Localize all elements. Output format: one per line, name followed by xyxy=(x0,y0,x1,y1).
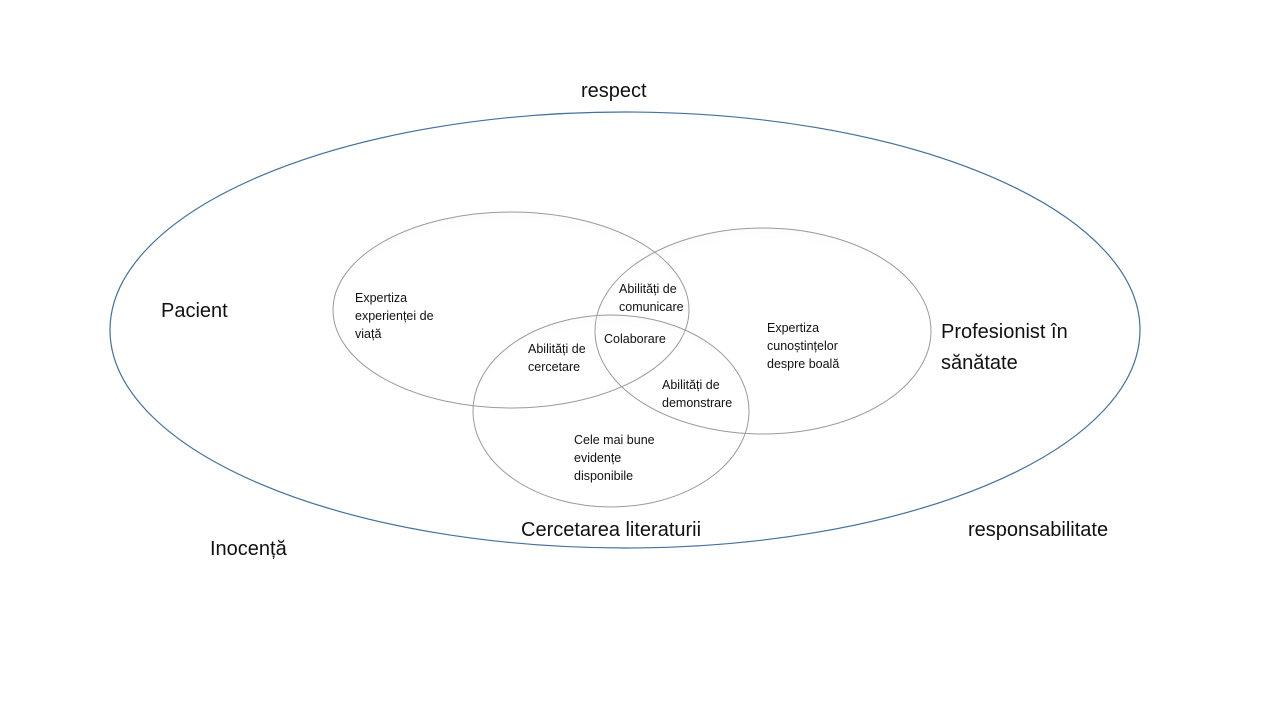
right-label-profesionist: Profesionist în sănătate xyxy=(941,321,1068,374)
circle-literature-label: Cele mai bune evidențe disponibile xyxy=(574,433,655,483)
top-label-respect: respect xyxy=(581,80,647,102)
overlap-communication-label: Abilități de comunicare xyxy=(619,282,684,314)
overlap-demonstration-label: Abilități de demonstrare xyxy=(662,378,733,410)
circle-professional-label: Expertiza cunoștințelor despre boală xyxy=(767,321,840,371)
bottom-center-label-literature: Cercetarea literaturii xyxy=(521,519,702,541)
left-label-pacient: Pacient xyxy=(161,300,228,322)
overlap-research-label: Abilități de cercetare xyxy=(528,342,586,374)
center-collaboration-label: Colaborare xyxy=(604,332,666,346)
circle-patient-label: Expertiza experienței de viață xyxy=(355,291,434,341)
outer-ellipse xyxy=(109,111,1141,549)
literature-circle xyxy=(472,314,750,508)
bottom-left-label-inocenta: Inocență xyxy=(210,538,287,560)
bottom-right-label-responsabilitate: responsabilitate xyxy=(968,519,1109,541)
